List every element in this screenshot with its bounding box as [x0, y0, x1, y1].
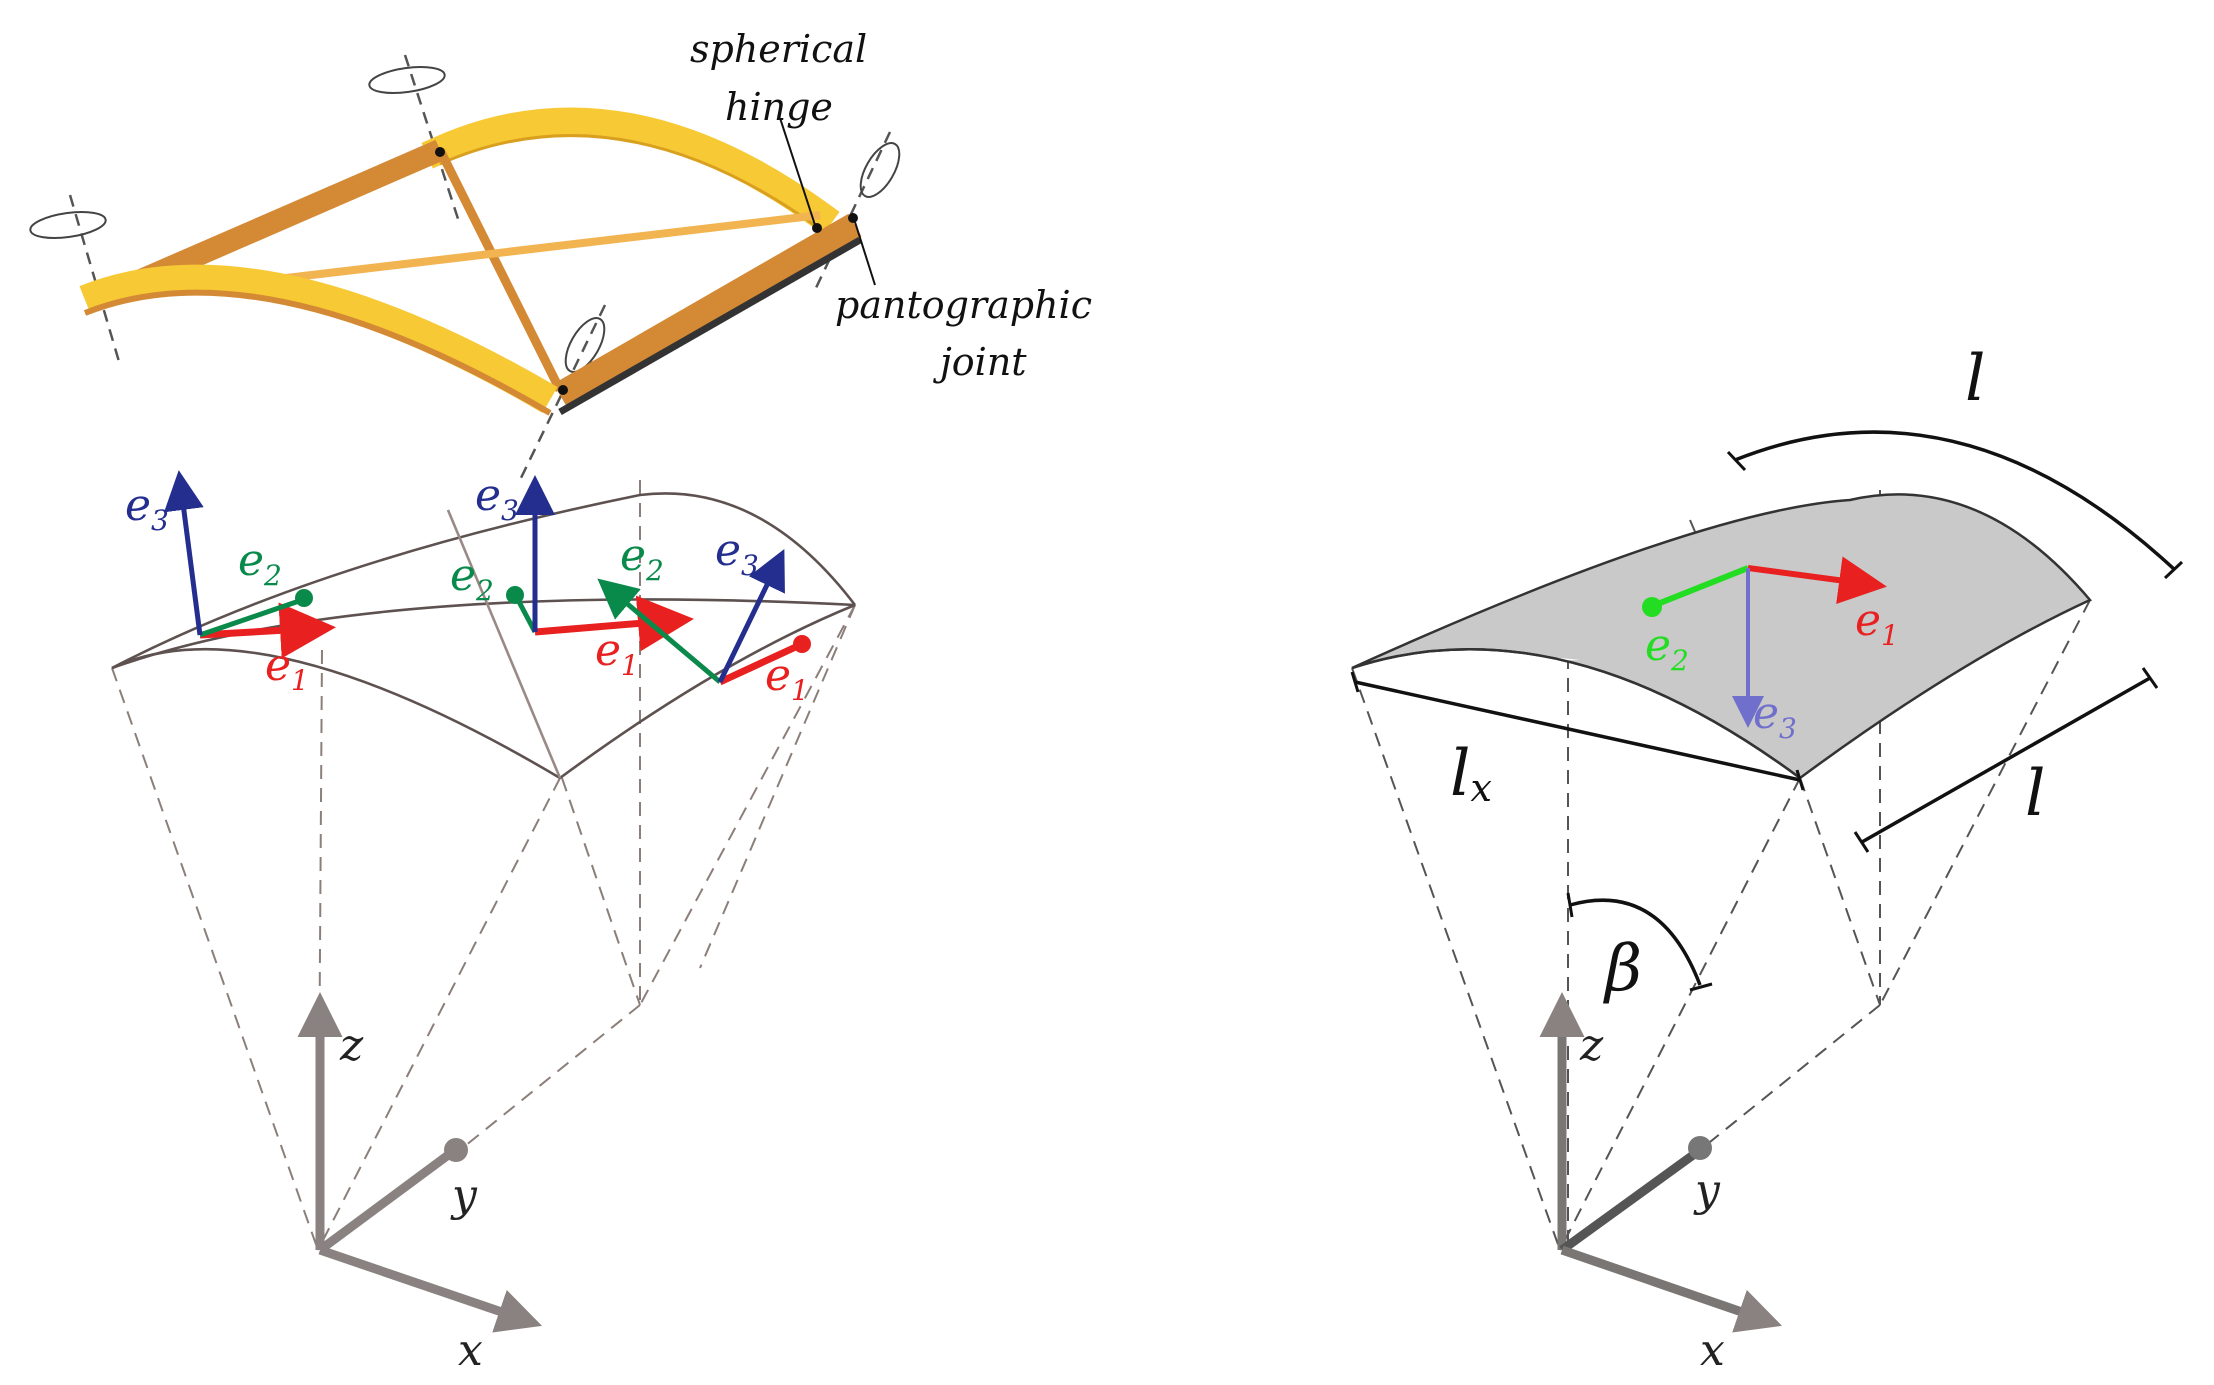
svg-text:e2: e2 — [620, 530, 664, 587]
left-vectors: e3 e2 e1 e3 e2 e1 e2 e3 e1 — [125, 470, 811, 707]
svg-text:e1: e1 — [595, 625, 639, 682]
diagonal-bar-1 — [435, 147, 565, 393]
e1-label-c: e — [765, 650, 791, 701]
x-axis-label-right: x — [1700, 1325, 1725, 1376]
svg-text:e1: e1 — [265, 640, 309, 697]
lx-label: l — [1450, 737, 1470, 811]
svg-text:e3: e3 — [715, 525, 759, 582]
x-axis-label-left: x — [458, 1325, 483, 1376]
e1-label-a: e — [265, 640, 291, 691]
lx-dimension — [1354, 680, 1801, 782]
z-axis-label-left: z — [339, 1020, 364, 1071]
beta-label: β — [1603, 932, 1642, 1006]
beta-arc — [1569, 898, 1702, 986]
arc-dimension — [1734, 430, 2177, 572]
right-shell: e1 e2 e3 l l lx β — [1350, 342, 2184, 1251]
rotation-arrow-icons — [29, 65, 901, 373]
e1-label-b: e — [595, 625, 621, 676]
y-axis-label-right: y — [1693, 1165, 1721, 1216]
spherical-label: spherical — [690, 27, 867, 71]
pantographic-frame: spherical hinge pantographic joint — [29, 27, 1092, 481]
beam-front-straight — [553, 213, 862, 407]
beam-back-curve — [421, 107, 840, 235]
e3-label-a: e — [125, 480, 151, 531]
z-axis-label-right: z — [1579, 1020, 1604, 1071]
e1-label-right: e — [1855, 595, 1881, 646]
svg-text:lx: lx — [1450, 737, 1492, 811]
arc-length-label: l — [1965, 342, 1985, 416]
e3-label-c: e — [715, 525, 741, 576]
y-axis-label-left: y — [450, 1170, 478, 1221]
e3-label-b: e — [475, 470, 501, 521]
svg-text:e3: e3 — [125, 480, 169, 537]
right-global-axes: z y x — [1539, 992, 1783, 1376]
e2-label-b: e — [450, 550, 476, 601]
side-dimension — [1861, 676, 2151, 844]
svg-text:e3: e3 — [1753, 688, 1797, 745]
e2-label-a: e — [238, 535, 264, 586]
side-length-label: l — [2025, 757, 2045, 831]
pantographic-joint-dot — [848, 213, 858, 223]
svg-text:e1: e1 — [1855, 595, 1899, 652]
e2-label-right: e — [1645, 620, 1671, 671]
svg-text:e2: e2 — [450, 550, 494, 607]
e3-label-right: e — [1753, 688, 1779, 739]
svg-text:e2: e2 — [1645, 620, 1689, 677]
left-global-axes: z y x — [297, 992, 543, 1376]
svg-text:e3: e3 — [475, 470, 519, 527]
e2-label-c: e — [620, 530, 646, 581]
beam-front-curve — [79, 264, 558, 413]
hinge-label: hinge — [725, 85, 833, 129]
pantographic-label: pantographic — [835, 283, 1092, 327]
svg-text:e1: e1 — [765, 650, 809, 707]
shell-surface — [1351, 493, 2093, 780]
joint-label: joint — [933, 340, 1027, 384]
spherical-hinge-dot — [812, 223, 822, 233]
svg-text:e2: e2 — [238, 535, 282, 592]
